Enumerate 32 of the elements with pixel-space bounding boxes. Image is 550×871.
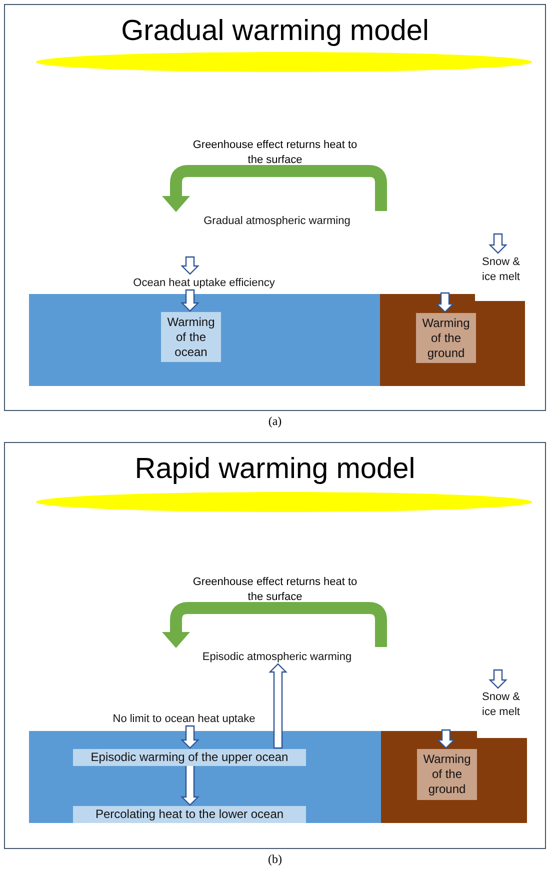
block-arrow (180, 764, 200, 806)
curved-arrow (162, 165, 387, 212)
edge-label: Greenhouse effect returns heat to the surface (192, 575, 358, 605)
text-label: Episodic atmospheric warming (171, 649, 383, 665)
ocean-area (29, 294, 380, 386)
text-box: Warming of the ground (417, 749, 477, 800)
block-arrow (268, 663, 288, 749)
ground-area (380, 294, 525, 386)
edge-label: Greenhouse effect returns heat to the surface (192, 138, 358, 168)
text-label: Snow & ice melt (475, 254, 527, 286)
text-label: Ocean heat uptake efficiency (114, 275, 294, 291)
panel-title: Rapid warming model (134, 453, 416, 486)
text-label: No limit to ocean heat uptake (94, 711, 274, 727)
panel-label: (a) (267, 414, 283, 429)
block-arrow (488, 669, 508, 689)
block-arrow (436, 292, 454, 313)
block-arrow (436, 729, 456, 749)
text-box: Percolating heat to the lower ocean (73, 806, 306, 823)
curved-arrow (162, 602, 387, 648)
text-box: Warming of the ground (416, 313, 476, 363)
ground-area (381, 731, 527, 823)
block-arrow (180, 725, 200, 749)
panel-title: Gradual warming model (120, 15, 430, 48)
text-box: Warming of the ocean (161, 312, 221, 362)
ocean-area (29, 731, 381, 823)
block-arrow (180, 289, 200, 312)
block-arrow (180, 256, 200, 275)
text-label: Snow & ice melt (475, 689, 527, 721)
text-label: Gradual atmospheric warming (171, 213, 383, 229)
block-arrow (488, 233, 508, 254)
text-box: Episodic warming of the upper ocean (73, 749, 306, 766)
panel-label: (b) (267, 852, 283, 867)
